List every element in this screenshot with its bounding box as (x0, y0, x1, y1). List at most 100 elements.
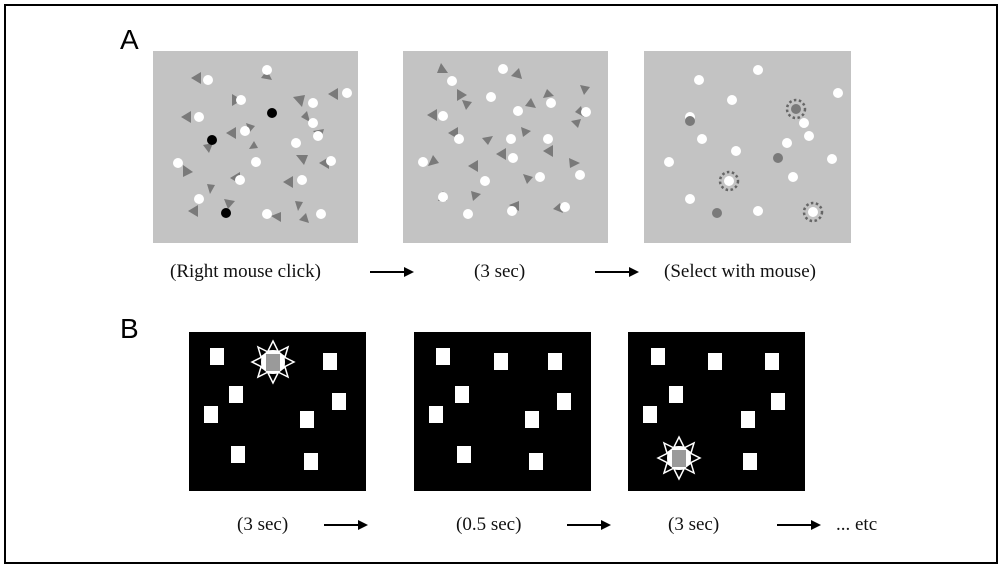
caption-a-2: (3 sec) (474, 261, 526, 282)
a3-selection-ring (802, 201, 824, 223)
b1-square (323, 353, 337, 370)
a3-selected-target-dot (791, 104, 801, 114)
figure: A (4, 4, 998, 564)
a1-arrow (181, 111, 191, 123)
caption-a-1: (Right mouse click) (170, 261, 321, 282)
panel-b-frame-1 (189, 332, 366, 491)
a2-dot (480, 176, 490, 186)
a2-arrow (482, 136, 493, 145)
a1-stimuli (173, 65, 352, 223)
b2-square (457, 446, 471, 463)
a1-dot (313, 131, 323, 141)
a1-dot (308, 118, 318, 128)
a2-dot (498, 64, 508, 74)
a2-arrow (468, 160, 478, 172)
a1-arrow (328, 88, 338, 100)
a1-arrow (295, 201, 303, 211)
a1-dot (194, 194, 204, 204)
a2-dot (507, 206, 517, 216)
a2-dot (438, 192, 448, 202)
a2-dot (560, 202, 570, 212)
caption-a-3: (Select with mouse) (664, 261, 816, 282)
a1-dot (235, 175, 245, 185)
a1-arrow (188, 205, 198, 217)
a3-selection-ring (718, 170, 740, 192)
a3-unselected-target-dot (685, 116, 695, 126)
b3-square (743, 453, 757, 470)
panel-a-label: A (120, 24, 139, 55)
a3-dot (827, 154, 837, 164)
caption-b-1: (3 sec) (237, 514, 289, 535)
a3-selection-ring (785, 98, 807, 120)
a3-dot (694, 75, 704, 85)
a2-dot (447, 76, 457, 86)
a1-dot (251, 157, 261, 167)
a2-arrow (543, 145, 553, 157)
a1-arrow (249, 141, 258, 149)
a1-arrow (224, 199, 235, 209)
b3-square (708, 353, 722, 370)
a2-arrow (428, 155, 439, 166)
a1-arrow (299, 213, 309, 223)
b3-square (669, 386, 683, 403)
b1-stimuli (204, 339, 346, 470)
a2-dot (575, 170, 585, 180)
a3-dot (782, 138, 792, 148)
a1-arrow (183, 165, 193, 177)
b3-stimuli (643, 348, 785, 481)
b1-square (204, 406, 218, 423)
a2-arrow (543, 89, 554, 98)
a2-arrow (525, 98, 536, 108)
a2-dot (508, 153, 518, 163)
a3-dot (697, 134, 707, 144)
a1-dot (262, 209, 272, 219)
b1-square (210, 348, 224, 365)
a2-dot (513, 106, 523, 116)
a2-arrow (496, 148, 506, 160)
a1-dot (316, 209, 326, 219)
arrow-right-icon (595, 267, 639, 277)
caption-b-2: (0.5 sec) (456, 514, 522, 535)
a1-dot (262, 65, 272, 75)
a3-dot (753, 65, 763, 75)
a3-dot (685, 194, 695, 204)
caption-b-4: ... etc (836, 514, 878, 535)
a2-arrow (457, 89, 467, 101)
b1-square (304, 453, 318, 470)
b3-sunburst-cue-icon (656, 435, 702, 481)
a1-dot (236, 95, 246, 105)
a2-arrow (580, 85, 590, 95)
a1-dot (326, 156, 336, 166)
a1-target-dot (267, 108, 277, 118)
a2-dot (546, 98, 556, 108)
a1-arrow (226, 127, 236, 139)
a3-dot (804, 131, 814, 141)
a1-dot (203, 75, 213, 85)
panel-a-frame-2 (403, 51, 608, 243)
b1-sunburst-cue-icon (250, 339, 296, 385)
b2-stimuli (429, 348, 571, 470)
a1-arrow (283, 176, 293, 188)
b2-square (548, 353, 562, 370)
b3-square (771, 393, 785, 410)
a3-dot (788, 172, 798, 182)
panel-b-label: B (120, 313, 139, 344)
arrow-right-icon (567, 520, 611, 530)
b1-square (229, 386, 243, 403)
a3-dot (731, 146, 741, 156)
a2-dot (438, 111, 448, 121)
a3-dot (664, 157, 674, 167)
b2-square (529, 453, 543, 470)
arrow-right-icon (777, 520, 821, 530)
a1-arrow (207, 184, 215, 194)
a2-arrow (571, 119, 581, 128)
a1-arrow (191, 72, 201, 84)
a1-arrow (296, 155, 308, 165)
a2-dot (535, 172, 545, 182)
b2-square (429, 406, 443, 423)
panel-a-frame-1 (153, 51, 358, 243)
a1-arrow (301, 111, 310, 122)
a1-target-dot (207, 135, 217, 145)
panel-a-frame-3 (644, 51, 851, 243)
arrow-right-icon (324, 520, 368, 530)
